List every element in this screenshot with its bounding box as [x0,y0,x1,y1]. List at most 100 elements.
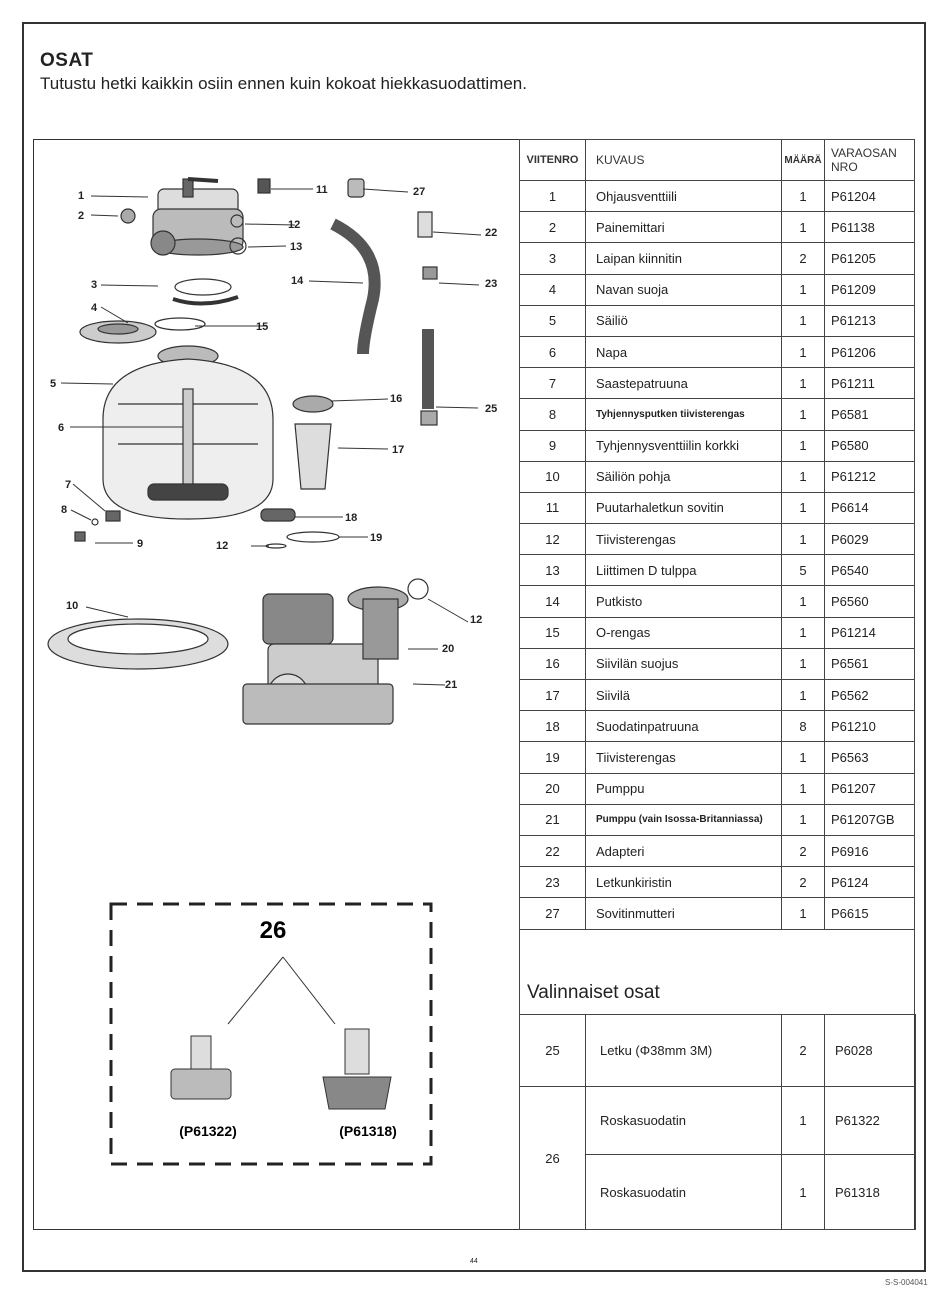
opt-desc: Letku (Φ38mm 3M) [585,1014,782,1087]
cell-part: P61207GB [824,803,915,836]
cell-qty: 1 [781,585,825,618]
cell-desc: Tiivisterengas [585,741,782,774]
opt-part: P61318 [824,1154,916,1230]
cell-ref: 9 [519,429,586,462]
cell-qty: 1 [781,616,825,649]
page-number: 44 [470,1258,478,1265]
callout-17: 17 [392,444,404,456]
cell-qty: 1 [781,897,825,930]
cell-desc: Putkisto [585,585,782,618]
cell-desc: Letkunkiristin [585,866,782,899]
cell-part: P6540 [824,554,915,587]
cell-desc: Liittimen D tulppa [585,554,782,587]
table-header-row: VIITENRO KUVAUS MÄÄRÄ VARAOSAN NRO [519,139,915,181]
callout-18: 18 [345,512,357,524]
cell-ref: 5 [519,304,586,337]
callout-12c: 12 [470,614,482,626]
cell-ref: 18 [519,710,586,743]
cell-qty: 1 [781,491,825,525]
callout-6: 6 [58,422,64,434]
header-ref: VIITENRO [519,139,586,181]
cell-ref: 4 [519,273,586,306]
cell-qty: 1 [781,523,825,556]
cell-part: P6581 [824,398,915,431]
cell-qty: 1 [781,429,825,462]
cell-qty: 2 [781,242,825,275]
control-valve-drawing [120,177,244,256]
cell-desc: Saastepatruuna [585,367,782,400]
cell-qty: 2 [781,834,825,868]
cell-ref: 8 [519,398,586,431]
cell-ref: 19 [519,741,586,774]
cell-desc: Sovitinmutteri [585,897,782,930]
cell-part: P6029 [824,523,915,556]
cell-qty: 1 [781,772,825,805]
content-frame [33,139,915,1230]
callout-5: 5 [50,378,56,390]
cell-ref: 20 [519,772,586,805]
cell-qty: 1 [781,398,825,431]
callout-9: 9 [137,538,143,550]
opt-qty: 1 [781,1154,825,1230]
optional-table: 25 Letku (Φ38mm 3M) 2 P6028 26 Roskasuod… [519,1014,916,1230]
cell-part: P61212 [824,460,915,493]
callout-12b: 12 [216,540,228,552]
opt-qty: 2 [781,1014,825,1087]
cell-part: P61214 [824,616,915,649]
cell-desc: Napa [585,335,782,369]
cell-desc: Säiliön pohja [585,460,782,493]
cell-desc: Tiivisterengas [585,523,782,556]
callout-8: 8 [61,504,67,516]
cell-qty: 1 [781,647,825,681]
cell-ref: 23 [519,866,586,899]
callout-15: 15 [256,321,268,333]
cell-desc: Laipan kiinnitin [585,242,782,275]
cell-qty: 1 [781,803,825,836]
cell-part: P6562 [824,678,915,712]
cell-qty: 1 [781,273,825,306]
cell-desc: Pumppu (vain Isossa-Britanniassa) [585,803,782,836]
callout-10: 10 [66,600,78,612]
cell-ref: 6 [519,335,586,369]
cell-ref: 27 [519,897,586,930]
cell-desc: Tyhjennysventtiilin korkki [585,429,782,462]
cell-qty: 8 [781,710,825,743]
cell-desc: Tyhjennysputken tiivisterengas [585,398,782,431]
cell-ref: 2 [519,211,586,244]
cell-part: P6561 [824,647,915,681]
callout-7: 7 [65,479,71,491]
cell-qty: 2 [781,866,825,899]
page-subtitle: Tutustu hetki kaikkin osiin ennen kuin k… [40,74,527,93]
cell-qty: 1 [781,335,825,369]
page-title: OSAT [40,50,94,71]
cell-ref: 16 [519,647,586,681]
header-qty: MÄÄRÄ [781,139,825,181]
cell-part: P61211 [824,367,915,400]
cell-ref: 22 [519,834,586,868]
callout-23: 23 [485,278,497,290]
table-row: Roskasuodatin 1 P61318 [520,1154,916,1230]
opt-ref: 25 [519,1014,586,1087]
tank-drawing [102,345,274,520]
cell-qty: 1 [781,179,825,213]
cell-desc: Siivilä [585,678,782,712]
callout-4: 4 [91,302,98,314]
callout-14: 14 [291,275,304,287]
cell-desc: Painemittari [585,211,782,244]
parts-diagram: 1 2 3 4 5 6 7 8 9 10 11 12 13 14 15 16 1… [47,177,497,1166]
cell-ref: 17 [519,678,586,712]
cell-part: P61204 [824,179,915,213]
cell-desc: Adapteri [585,834,782,868]
cell-ref: 11 [519,491,586,525]
